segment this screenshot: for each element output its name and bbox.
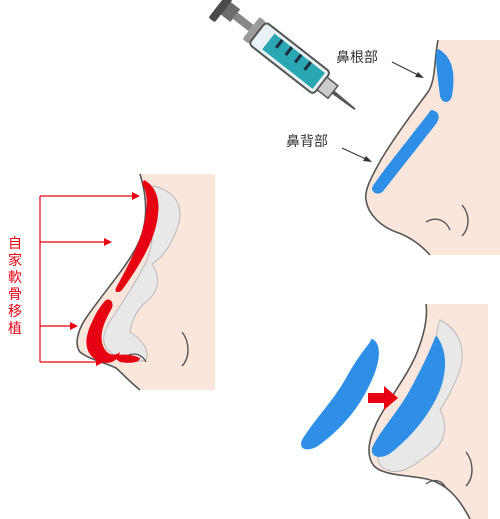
leader-nasal-dorsum [341, 147, 369, 161]
implant-insertion-panel [301, 303, 488, 519]
skin-area [365, 40, 500, 255]
implant-nasal-root [436, 49, 454, 102]
philtrum-line [461, 204, 469, 237]
cartilage-graft-panel [39, 173, 215, 391]
implant-placed [371, 336, 446, 457]
label-nasal-root: 鼻根部 [336, 49, 378, 66]
label-nasal-dorsum: 鼻背部 [286, 133, 328, 150]
nose-profile-outline [364, 39, 439, 256]
injection-profile-panel: 鼻根部 鼻背部 [209, 0, 500, 256]
cartilage-graft-radix [115, 180, 159, 293]
implant-before-insertion [301, 338, 379, 450]
graft-arrows [39, 192, 140, 366]
philtrum-line-bottom [465, 451, 473, 487]
implant-nasal-dorsum [372, 110, 439, 194]
cartilage-graft-tip [86, 299, 120, 363]
leader-nasal-root [391, 61, 421, 77]
philtrum-line-left [181, 331, 189, 367]
label-autologous-cartilage-graft: 自家軟骨移植 [8, 236, 22, 337]
nostril-line [425, 218, 451, 231]
syringe-icon [209, 0, 356, 111]
nose-outline-bottom [368, 303, 471, 519]
nostril-line-bottom [425, 479, 447, 489]
cartilage-graft-columella [112, 354, 140, 363]
right-arrow-icon [368, 386, 398, 410]
nasal-bone-gray [103, 185, 181, 363]
